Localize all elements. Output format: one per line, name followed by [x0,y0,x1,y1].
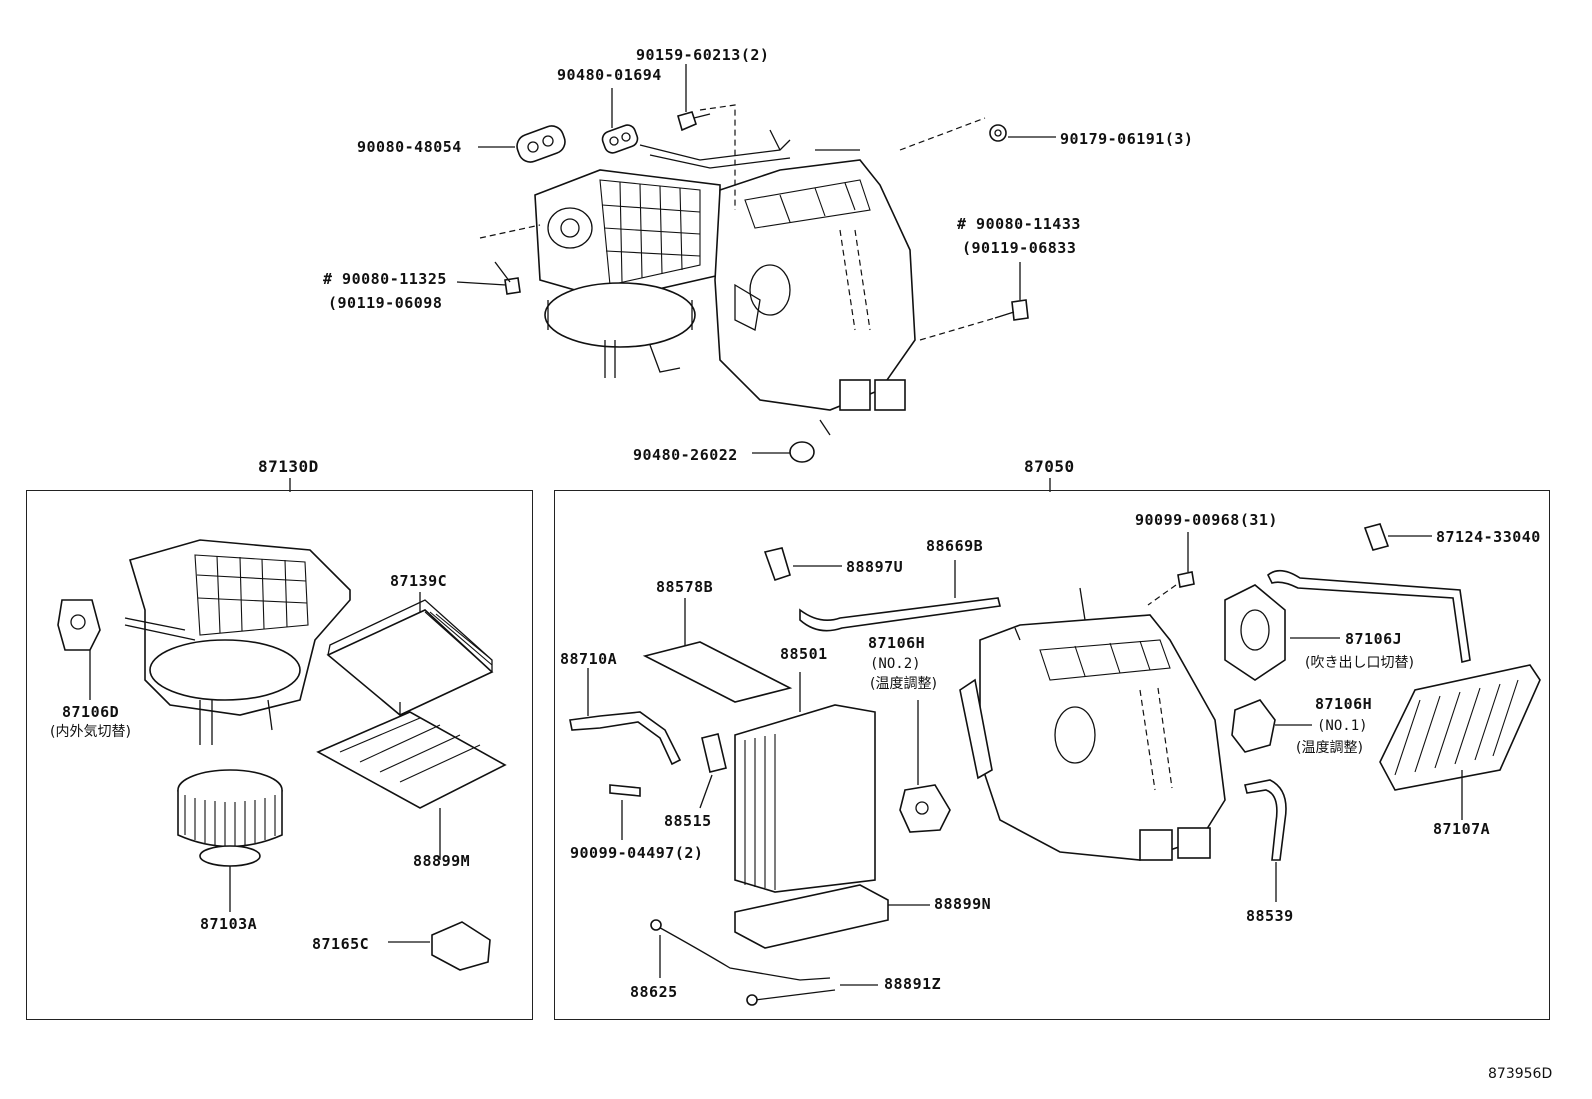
part-label-90080-11433[interactable]: # 90080-11433 [957,215,1081,233]
part-note-87106H-no1: (温度調整) [1296,740,1363,756]
part-label-90099-04497[interactable]: 90099-04497(2) [570,844,704,862]
group-label-blower-unit[interactable]: 87130D [258,457,319,476]
part-label-87103A[interactable]: 87103A [200,915,258,933]
part-sub-87106H-no2: (NO.2) [870,656,921,672]
part-label-88710A[interactable]: 88710A [560,650,618,668]
part-note-87106J: (吹き出し口切替) [1305,655,1414,671]
heater-case-frame [554,490,1550,1020]
top-assembly-drawing [456,64,1056,463]
part-label-88899N[interactable]: 88899N [934,895,992,913]
part-label-88669B[interactable]: 88669B [926,537,984,555]
blower-unit-frame [26,490,533,1020]
part-label-88501[interactable]: 88501 [780,645,828,663]
part-label-90480-26022[interactable]: 90480-26022 [633,446,738,464]
part-label-87139C[interactable]: 87139C [390,572,448,590]
part-sub-87106H-no1: (NO.1) [1317,718,1368,734]
heater-case-drawing [569,523,1541,1006]
group-label-heater-case[interactable]: 87050 [1024,457,1075,476]
part-label-87124-33040[interactable]: 87124-33040 [1436,528,1541,546]
diagram-code: 873956D [1488,1066,1553,1082]
part-label-87106H-no2[interactable]: 87106H [868,634,926,652]
part-label-90119-06098[interactable]: (90119-06098 [328,294,443,312]
part-label-90080-11325[interactable]: # 90080-11325 [323,270,447,288]
top-blower-housing [534,169,721,378]
part-label-87106J[interactable]: 87106J [1345,630,1403,648]
part-note-87106H-no2: (温度調整) [870,676,937,692]
part-label-88891Z[interactable]: 88891Z [884,975,942,993]
part-label-88539[interactable]: 88539 [1246,907,1294,925]
part-label-87107A[interactable]: 87107A [1433,820,1491,838]
top-heater-case [639,129,916,436]
part-label-87106D[interactable]: 87106D [62,703,120,721]
part-label-87165C[interactable]: 87165C [312,935,370,953]
part-label-88515[interactable]: 88515 [664,812,712,830]
part-label-87106H-no1[interactable]: 87106H [1315,695,1373,713]
top-small-parts [494,111,1029,463]
part-note-87106D: (内外気切替) [50,724,131,740]
part-label-90159-60213[interactable]: 90159-60213(2) [636,46,770,64]
part-label-90119-06833[interactable]: (90119-06833 [962,239,1077,257]
part-label-88625[interactable]: 88625 [630,983,678,1001]
part-label-90480-01694[interactable]: 90480-01694 [557,66,662,84]
part-label-88578B[interactable]: 88578B [656,578,714,596]
part-label-90179-06191[interactable]: 90179-06191(3) [1060,130,1194,148]
blower-unit-drawing [57,539,507,971]
part-label-88897U[interactable]: 88897U [846,558,904,576]
part-label-88899M[interactable]: 88899M [413,852,471,870]
part-label-90080-48054[interactable]: 90080-48054 [357,138,462,156]
part-label-90099-00968[interactable]: 90099-00968(31) [1135,511,1278,529]
